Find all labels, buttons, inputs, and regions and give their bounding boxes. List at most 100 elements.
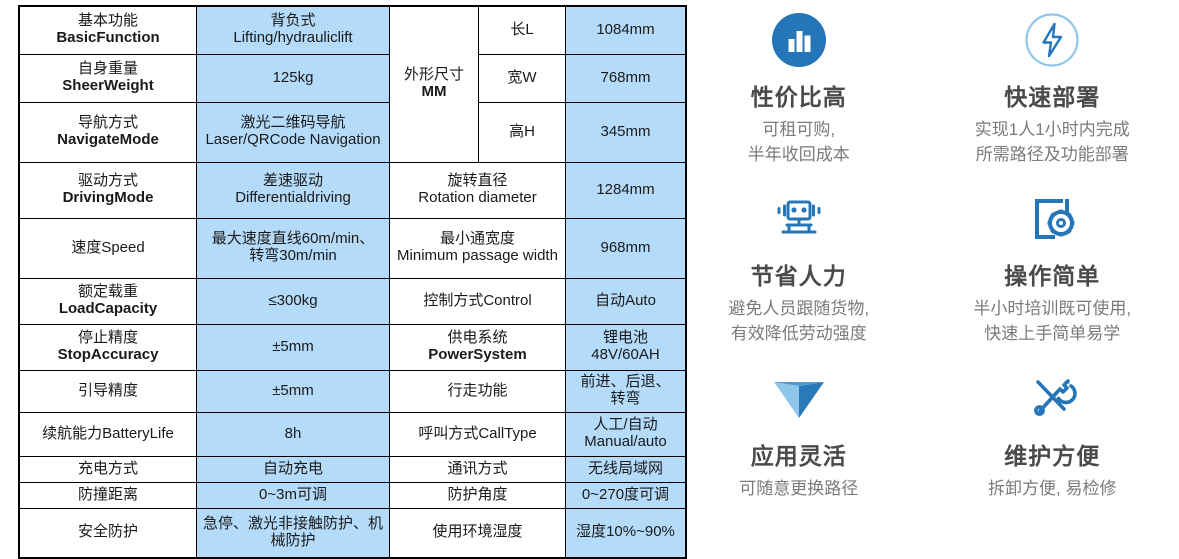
cell-param-value-2: 无线局域网 xyxy=(566,456,687,482)
feature-card-subtitle: 可租可购, 半年收回成本 xyxy=(748,118,850,167)
feature-card-title: 应用灵活 xyxy=(751,437,847,471)
cell-param-name: 导航方式 NavigateMode xyxy=(19,102,197,162)
cell-en-text: DrivingMode xyxy=(22,190,194,207)
cell-param-value: 8h xyxy=(197,412,390,456)
subtitle-line-2: 快速上手简单易学 xyxy=(973,322,1131,347)
subtitle-line-1: 实现1人1小时内完成 xyxy=(975,118,1130,143)
cell-cn-text: 背负式 xyxy=(199,13,387,30)
cell-cn-text: 差速驱动 xyxy=(199,173,387,190)
cell-param-value: 急停、激光非接触防护、机械防护 xyxy=(197,508,390,558)
spec-sheet-page: 基本功能 BasicFunction 背负式 Lifting/hydraulic… xyxy=(0,0,1179,539)
subtitle-line-2: 半年收回成本 xyxy=(748,143,850,168)
feature-card-flexible-application: 应用灵活 可随意更换路径 xyxy=(672,359,926,539)
subtitle-line-1: 拆卸方便, 易检修 xyxy=(988,477,1116,502)
table-row: 充电方式 自动充电 通讯方式 无线局域网 xyxy=(19,456,686,482)
down-triangle-icon xyxy=(768,367,830,431)
cell-cn-text: 外形尺寸 xyxy=(392,67,476,84)
cell-en-text: Manual/auto xyxy=(568,434,683,451)
table-row: 速度Speed 最大速度直线60m/min、 转弯30m/min 最小通宽度 M… xyxy=(19,218,686,278)
feature-card-title: 操作简单 xyxy=(1004,257,1100,291)
subtitle-line-2: 所需路径及功能部署 xyxy=(975,143,1130,168)
subtitle-line-1: 半小时培训既可使用, xyxy=(973,297,1131,322)
feature-cards-grid: 性价比高 可租可购, 半年收回成本 快速部署 实现1人1小时内完成 所需路径及功… xyxy=(672,0,1179,539)
feature-card-easy-operate: 操作简单 半小时培训既可使用, 快速上手简单易学 xyxy=(926,179,1179,359)
cell-param-value: ≤300kg xyxy=(197,278,390,324)
robot-head-icon xyxy=(769,187,829,251)
feature-card-subtitle: 避免人员跟随货物, 有效降低劳动强度 xyxy=(728,297,869,346)
cell-en-text: Differentialdriving xyxy=(199,190,387,207)
cell-param-name: 安全防护 xyxy=(19,508,197,558)
cell-param-name: 续航能力BatteryLife xyxy=(19,412,197,456)
cell-en-text: 48V/60AH xyxy=(568,347,683,364)
specification-table: 基本功能 BasicFunction 背负式 Lifting/hydraulic… xyxy=(18,5,687,559)
cell-param-value-2: 锂电池 48V/60AH xyxy=(566,324,687,370)
feature-card-title: 节省人力 xyxy=(751,257,847,291)
cell-en-text: NavigateMode xyxy=(22,132,194,149)
feature-card-title: 快速部署 xyxy=(1004,78,1100,112)
cell-en-text: Rotation diameter xyxy=(392,190,563,207)
cell-en-text: PowerSystem xyxy=(392,347,563,364)
table-row: 续航能力BatteryLife 8h 呼叫方式CallType 人工/自动 Ma… xyxy=(19,412,686,456)
subtitle-line-1: 可租可购, xyxy=(748,118,850,143)
cell-cn-text: 基本功能 xyxy=(22,13,194,30)
cell-param-value-2: 人工/自动 Manual/auto xyxy=(566,412,687,456)
table-row: 安全防护 急停、激光非接触防护、机械防护 使用环境湿度 湿度10%~90% xyxy=(19,508,686,558)
cell-param-name-2: 控制方式Control xyxy=(390,278,566,324)
cell-param-name: 充电方式 xyxy=(19,456,197,482)
feature-card-subtitle: 实现1人1小时内完成 所需路径及功能部署 xyxy=(975,118,1130,167)
cell-dimension-label: 长L xyxy=(479,6,566,54)
table-row: 额定载重 LoadCapacity ≤300kg 控制方式Control 自动A… xyxy=(19,278,686,324)
cell-dimension-value: 345mm xyxy=(566,102,687,162)
cell-param-value: 自动充电 xyxy=(197,456,390,482)
cell-param-name-2: 使用环境湿度 xyxy=(390,508,566,558)
cell-param-value-2: 前进、后退、转弯 xyxy=(566,370,687,412)
feature-card-subtitle: 拆卸方便, 易检修 xyxy=(988,477,1116,502)
table-row: 自身重量 SheerWeight 125kg 宽W 768mm xyxy=(19,54,686,102)
cell-param-name: 自身重量 SheerWeight xyxy=(19,54,197,102)
specification-table-wrapper: 基本功能 BasicFunction 背负式 Lifting/hydraulic… xyxy=(18,5,663,534)
cell-param-name: 额定载重 LoadCapacity xyxy=(19,278,197,324)
subtitle-line-2: 有效降低劳动强度 xyxy=(728,322,869,347)
cell-param-name-2: 供电系统 PowerSystem xyxy=(390,324,566,370)
table-row: 基本功能 BasicFunction 背负式 Lifting/hydraulic… xyxy=(19,6,686,54)
cell-dimension-label: 宽W xyxy=(479,54,566,102)
cell-cn-text: 额定载重 xyxy=(22,284,194,301)
lightning-bolt-circle-icon xyxy=(1023,8,1081,72)
cell-en-text: Lifting/hydrauliclift xyxy=(199,30,387,47)
cell-param-name: 基本功能 BasicFunction xyxy=(19,6,197,54)
table-row: 停止精度 StopAccuracy ±5mm 供电系统 PowerSystem … xyxy=(19,324,686,370)
bar-chart-circle-icon xyxy=(770,8,828,72)
cell-en-text: BasicFunction xyxy=(22,30,194,47)
cell-param-name-2: 通讯方式 xyxy=(390,456,566,482)
cell-param-value: 背负式 Lifting/hydrauliclift xyxy=(197,6,390,54)
cell-param-name: 停止精度 StopAccuracy xyxy=(19,324,197,370)
frame-gear-icon xyxy=(1023,187,1081,251)
cell-param-name: 驱动方式 DrivingMode xyxy=(19,162,197,218)
feature-card-save-labor: 节省人力 避免人员跟随货物, 有效降低劳动强度 xyxy=(672,179,926,359)
cell-param-value-2: 湿度10%~90% xyxy=(566,508,687,558)
feature-card-easy-maintenance: 维护方便 拆卸方便, 易检修 xyxy=(926,359,1179,539)
table-row: 引导精度 ±5mm 行走功能 前进、后退、转弯 xyxy=(19,370,686,412)
cell-cn-text: 自身重量 xyxy=(22,61,194,78)
cell-param-name-2: 呼叫方式CallType xyxy=(390,412,566,456)
cell-param-value: 125kg xyxy=(197,54,390,102)
cell-param-value: 激光二维码导航 Laser/QRCode Navigation xyxy=(197,102,390,162)
cell-cn-text: 旋转直径 xyxy=(392,173,563,190)
cell-cn-text: 导航方式 xyxy=(22,115,194,132)
wrench-screwdriver-icon xyxy=(1024,367,1080,431)
cell-en-text: Minimum passage width xyxy=(392,248,563,265)
cell-param-name-2: 防护角度 xyxy=(390,482,566,508)
cell-param-value-2: 968mm xyxy=(566,218,687,278)
cell-param-name: 引导精度 xyxy=(19,370,197,412)
cell-en-text: LoadCapacity xyxy=(22,301,194,318)
cell-param-name: 防撞距离 xyxy=(19,482,197,508)
cell-param-value-2: 自动Auto xyxy=(566,278,687,324)
feature-card-fast-deploy: 快速部署 实现1人1小时内完成 所需路径及功能部署 xyxy=(926,0,1179,179)
feature-card-title: 性价比高 xyxy=(751,78,847,112)
subtitle-line-1: 可随意更换路径 xyxy=(739,477,858,502)
subtitle-line-1: 避免人员跟随货物, xyxy=(728,297,869,322)
cell-cn-text: 锂电池 xyxy=(568,330,683,347)
cell-param-value: ±5mm xyxy=(197,370,390,412)
cell-cn-text: 人工/自动 xyxy=(568,417,683,434)
cell-cn-text: 最大速度直线60m/min、 xyxy=(199,231,387,248)
